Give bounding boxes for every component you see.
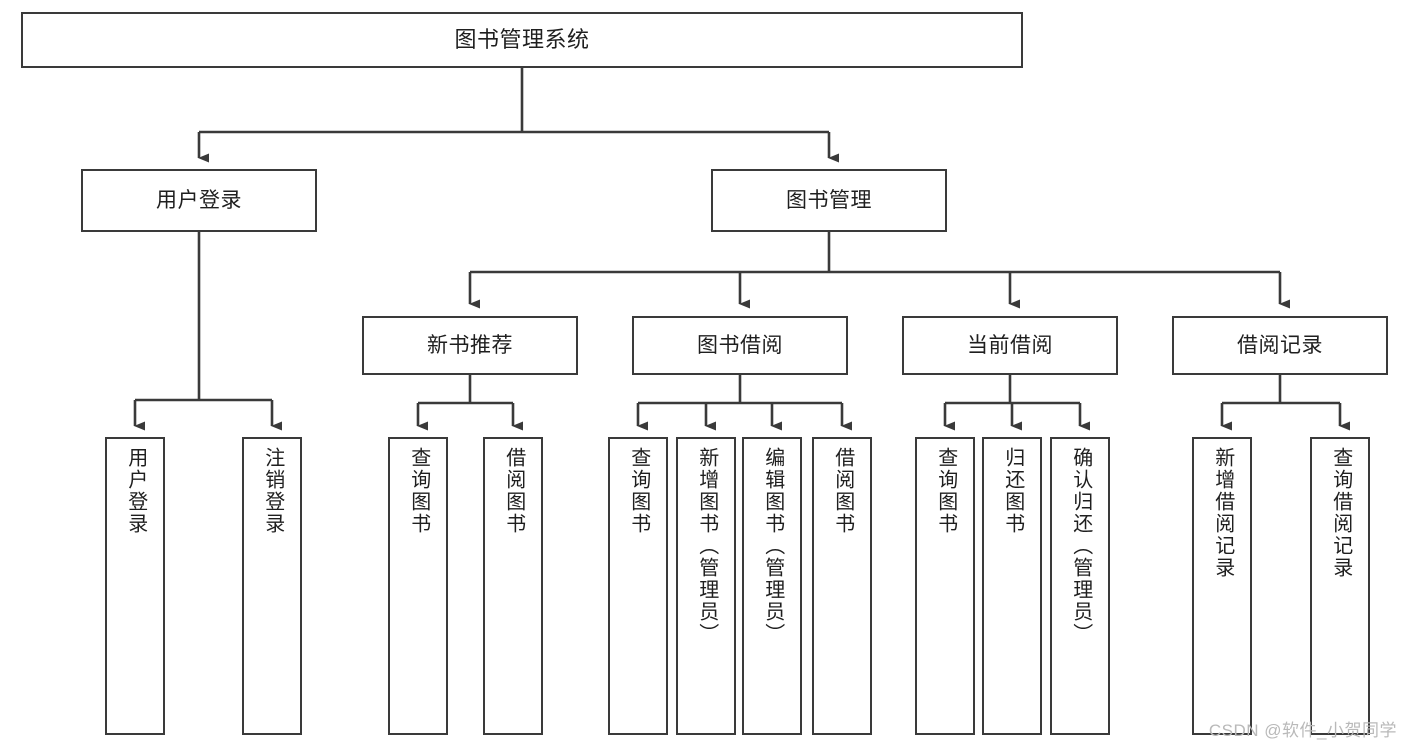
node-book-manage[interactable]: 图书管理 [711,169,947,232]
node-label: 当前借阅 [967,333,1053,357]
node-label: 图书借阅 [697,333,783,357]
node-borrow-record[interactable]: 借阅记录 [1172,316,1388,375]
node-label: 归还图书 [1001,447,1024,535]
node-book-borrow[interactable]: 图书借阅 [632,316,848,375]
node-user-login[interactable]: 用户登录 [81,169,317,232]
leaf-return-book[interactable]: 归还图书 [982,437,1042,735]
leaf-borrow-book-2[interactable]: 借阅图书 [812,437,872,735]
node-label: 新增借阅记录 [1211,447,1234,579]
leaf-confirm-return[interactable]: 确认归还（管理员） [1050,437,1110,735]
node-root-book-management-system[interactable]: 图书管理系统 [21,12,1023,68]
node-label: 编辑图书（管理员） [761,447,784,645]
node-label: 查询借阅记录 [1329,447,1352,579]
node-label: 借阅记录 [1237,333,1323,357]
node-label: 确认归还（管理员） [1069,447,1092,645]
leaf-query-book-2[interactable]: 查询图书 [608,437,668,735]
node-label: 借阅图书 [831,447,854,535]
node-label: 借阅图书 [502,447,525,535]
node-label: 图书管理 [786,188,872,212]
node-label: 新增图书（管理员） [695,447,718,645]
node-label: 注销登录 [261,447,284,535]
leaf-logout[interactable]: 注销登录 [242,437,302,735]
node-label: 查询图书 [934,447,957,535]
node-label: 图书管理系统 [454,26,590,52]
node-label: 新书推荐 [427,333,513,357]
leaf-edit-book[interactable]: 编辑图书（管理员） [742,437,802,735]
node-label: 查询图书 [627,447,650,535]
node-label: 用户登录 [156,188,242,212]
leaf-user-login[interactable]: 用户登录 [105,437,165,735]
leaf-query-record[interactable]: 查询借阅记录 [1310,437,1370,735]
leaf-add-book[interactable]: 新增图书（管理员） [676,437,736,735]
leaf-query-book-3[interactable]: 查询图书 [915,437,975,735]
leaf-borrow-book-1[interactable]: 借阅图书 [483,437,543,735]
node-current-borrow[interactable]: 当前借阅 [902,316,1118,375]
node-label: 查询图书 [407,447,430,535]
node-new-book-rec[interactable]: 新书推荐 [362,316,578,375]
node-label: 用户登录 [124,447,147,535]
leaf-add-record[interactable]: 新增借阅记录 [1192,437,1252,735]
leaf-query-book-1[interactable]: 查询图书 [388,437,448,735]
watermark-text: CSDN @软件_小贺同学 [1208,721,1397,740]
